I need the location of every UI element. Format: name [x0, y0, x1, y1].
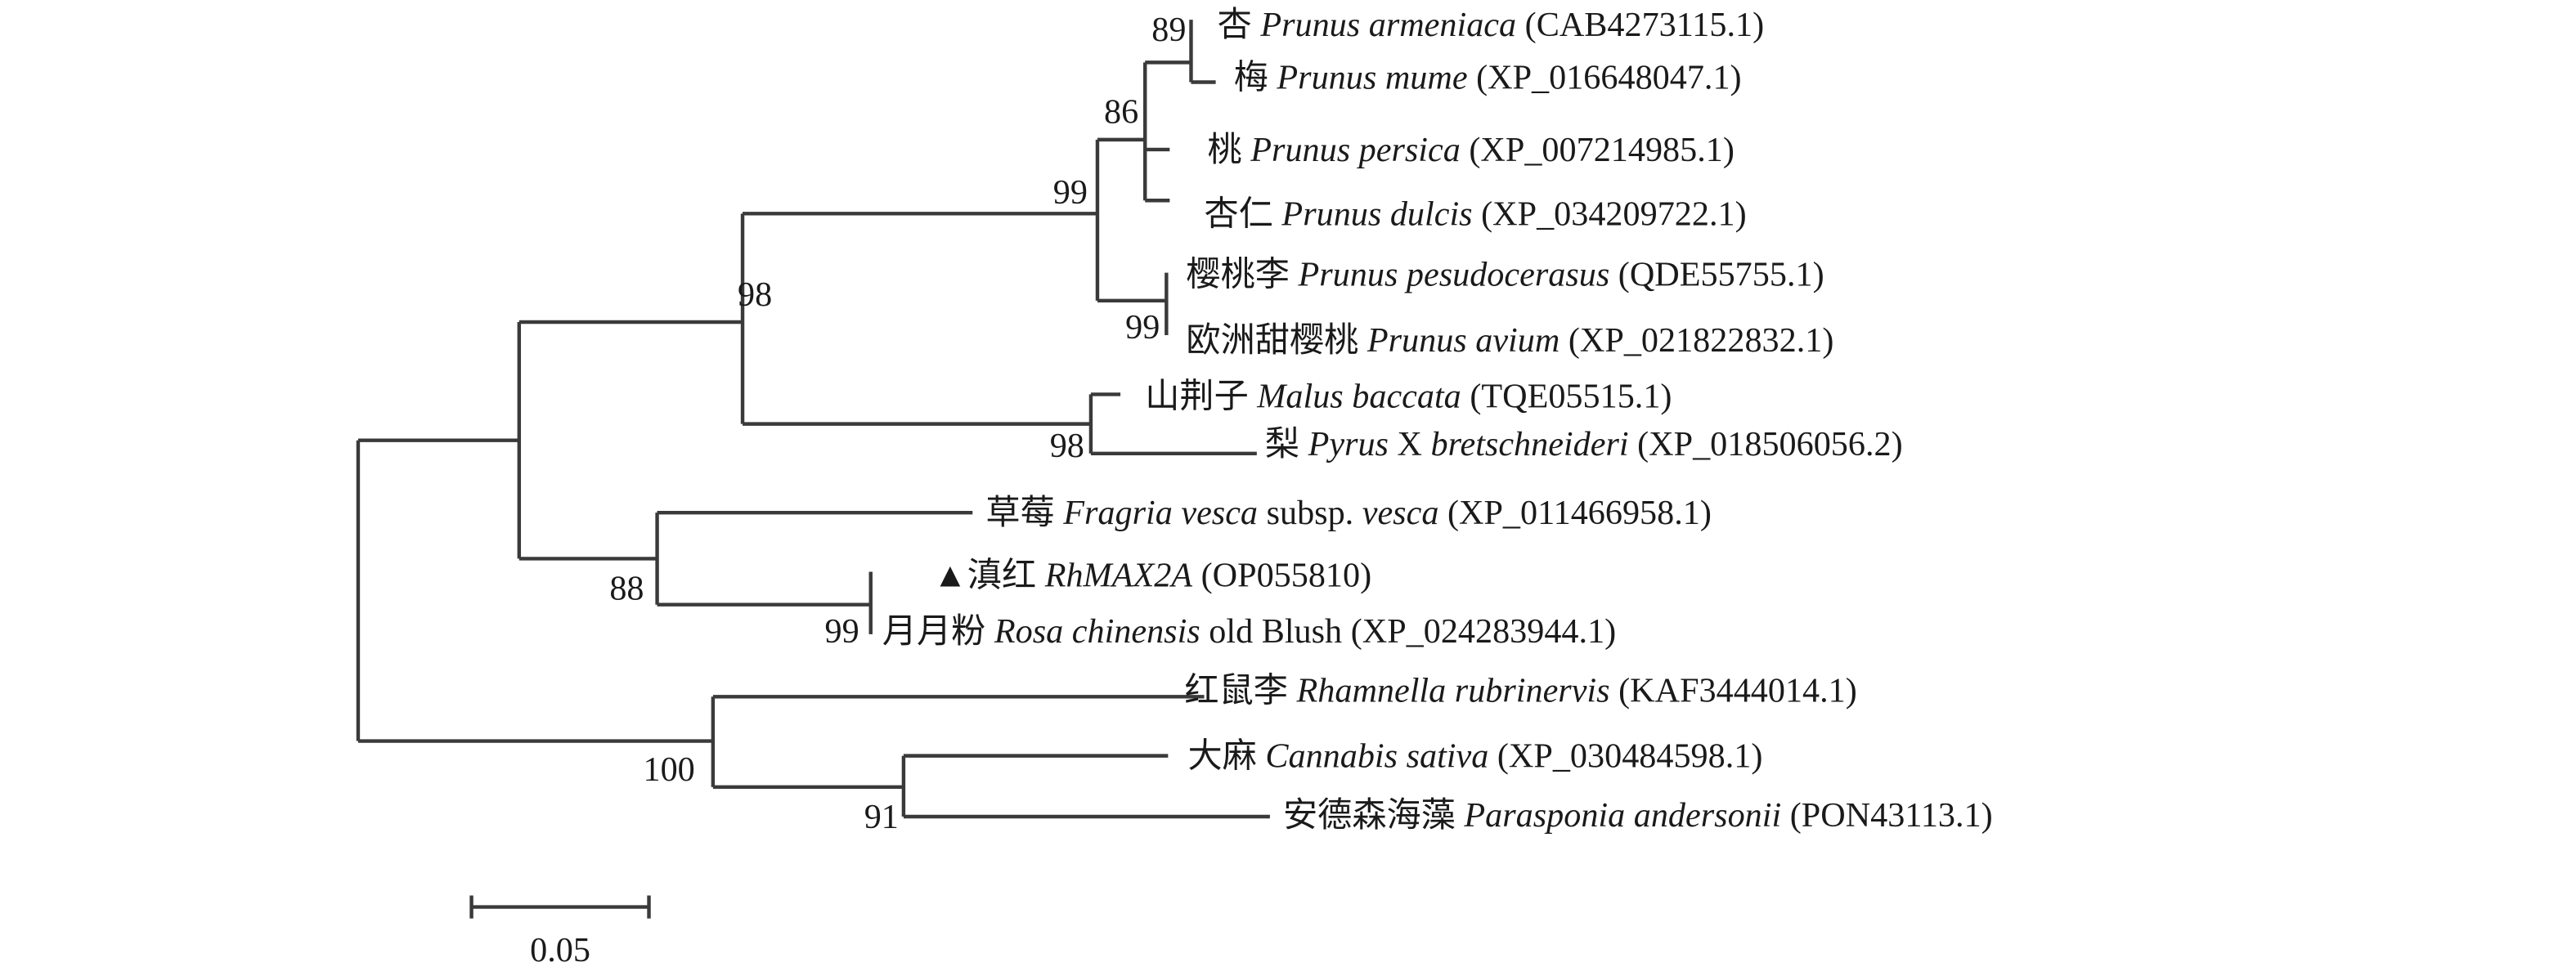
label-text: (XP_011466958.1)	[1438, 494, 1711, 532]
bootstrap-value: 98	[738, 275, 772, 314]
leaf-label: 杏 Prunus armeniaca (CAB4273115.1)	[1218, 6, 1765, 44]
label-text: 山荆子	[1145, 377, 1257, 415]
label-text: 草莓	[985, 494, 1063, 532]
species-name: bretschneideri	[1431, 425, 1629, 463]
bootstrap-value: 88	[609, 570, 644, 608]
label-text: 桃	[1208, 131, 1251, 169]
label-text: (TQE05515.1)	[1461, 377, 1672, 415]
species-name: Rosa chinensis	[994, 612, 1200, 651]
label-text: (XP_030484598.1)	[1488, 737, 1762, 776]
label-text: 大麻	[1187, 737, 1265, 776]
label-text: (XP_018506056.2)	[1629, 425, 1903, 463]
label-text: 杏	[1218, 6, 1261, 44]
bootstrap-value: 99	[1053, 173, 1088, 212]
leaf-label: 杏仁 Prunus dulcis (XP_034209722.1)	[1205, 195, 1747, 233]
label-text: old Blush (XP_024283944.1)	[1200, 612, 1616, 651]
label-text: 杏仁	[1205, 195, 1282, 233]
label-text: (QDE55755.1)	[1609, 256, 1824, 294]
bootstrap-value: 98	[1050, 427, 1084, 465]
label-text: subsp.	[1258, 494, 1362, 532]
leaf-label: 梅 Prunus mume (XP_016648047.1)	[1234, 59, 1742, 97]
label-text: (CAB4273115.1)	[1516, 6, 1764, 44]
species-name: Malus baccata	[1256, 377, 1461, 415]
label-text: (XP_007214985.1)	[1461, 131, 1735, 169]
leaf-label: 草莓 Fragria vesca subsp. vesca (XP_011466…	[985, 494, 1712, 532]
species-name: Prunus armeniaca	[1259, 6, 1516, 44]
species-name: Prunus pesudocerasus	[1298, 256, 1610, 294]
leaf-label: 山荆子 Malus baccata (TQE05515.1)	[1145, 377, 1672, 415]
bootstrap-value: 100	[644, 750, 695, 789]
label-text: (KAF3444014.1)	[1610, 671, 1857, 710]
scale-bar-line	[469, 895, 651, 919]
leaf-label: 安德森海藻 Parasponia andersonii (PON43113.1)	[1283, 796, 1993, 835]
label-text: ▲滇红	[933, 557, 1045, 595]
bootstrap-values: 89 86 99 98 99 98 88 99 100 91	[609, 11, 1186, 836]
label-text: (XP_016648047.1)	[1468, 59, 1742, 97]
label-text: (XP_021822832.1)	[1560, 321, 1833, 360]
leaf-label: 月月粉 Rosa chinensis old Blush (XP_0242839…	[882, 612, 1616, 651]
label-text: X	[1389, 425, 1431, 463]
species-name: Prunus avium	[1367, 321, 1560, 360]
label-text: (OP055810)	[1192, 557, 1371, 595]
bootstrap-value: 86	[1104, 93, 1138, 132]
scale-bar-label: 0.05	[530, 931, 590, 969]
label-text: 梅	[1234, 59, 1277, 97]
label-text: 月月粉	[882, 612, 994, 651]
label-text: 红鼠李	[1184, 671, 1296, 710]
species-name: Parasponia andersonii	[1463, 796, 1781, 835]
label-text: 梨	[1265, 425, 1308, 463]
leaf-labels: 杏 Prunus armeniaca (CAB4273115.1) 梅 Prunu…	[882, 6, 1993, 835]
species-name: Pyrus	[1308, 425, 1389, 463]
species-name: Prunus mume	[1276, 59, 1467, 97]
tree-branches	[356, 20, 1270, 819]
leaf-label: 梨 Pyrus X bretschneideri (XP_018506056.2…	[1265, 425, 1903, 463]
label-text: 安德森海藻	[1283, 796, 1464, 835]
leaf-label: 红鼠李 Rhamnella rubrinervis (KAF3444014.1)	[1184, 671, 1856, 710]
scale-bar: 0.05	[469, 895, 651, 969]
bootstrap-value: 91	[864, 798, 899, 836]
leaf-label: 欧洲甜樱桃 Prunus avium (XP_021822832.1)	[1186, 321, 1833, 360]
leaf-label: 樱桃李 Prunus pesudocerasus (QDE55755.1)	[1186, 256, 1824, 294]
species-name: vesca	[1362, 494, 1439, 532]
leaf-label: ▲滇红 RhMAX2A (OP055810)	[933, 557, 1371, 595]
bootstrap-value: 99	[824, 612, 859, 651]
leaf-label: 桃 Prunus persica (XP_007214985.1)	[1208, 131, 1735, 169]
leaf-label: 大麻 Cannabis sativa (XP_030484598.1)	[1187, 737, 1762, 776]
species-name: Cannabis sativa	[1265, 737, 1488, 776]
species-name: Fragria vesca	[1062, 494, 1258, 532]
label-text: (XP_034209722.1)	[1473, 195, 1747, 233]
label-text: 樱桃李	[1186, 256, 1298, 294]
species-name: Prunus persica	[1250, 131, 1461, 169]
label-text: (PON43113.1)	[1781, 796, 1993, 835]
species-name: Prunus dulcis	[1281, 195, 1472, 233]
bootstrap-value: 99	[1125, 308, 1160, 347]
bootstrap-value: 89	[1151, 11, 1186, 49]
species-name: RhMAX2A	[1044, 557, 1193, 595]
label-text: 欧洲甜樱桃	[1186, 321, 1367, 360]
species-name: Rhamnella rubrinervis	[1296, 671, 1610, 710]
